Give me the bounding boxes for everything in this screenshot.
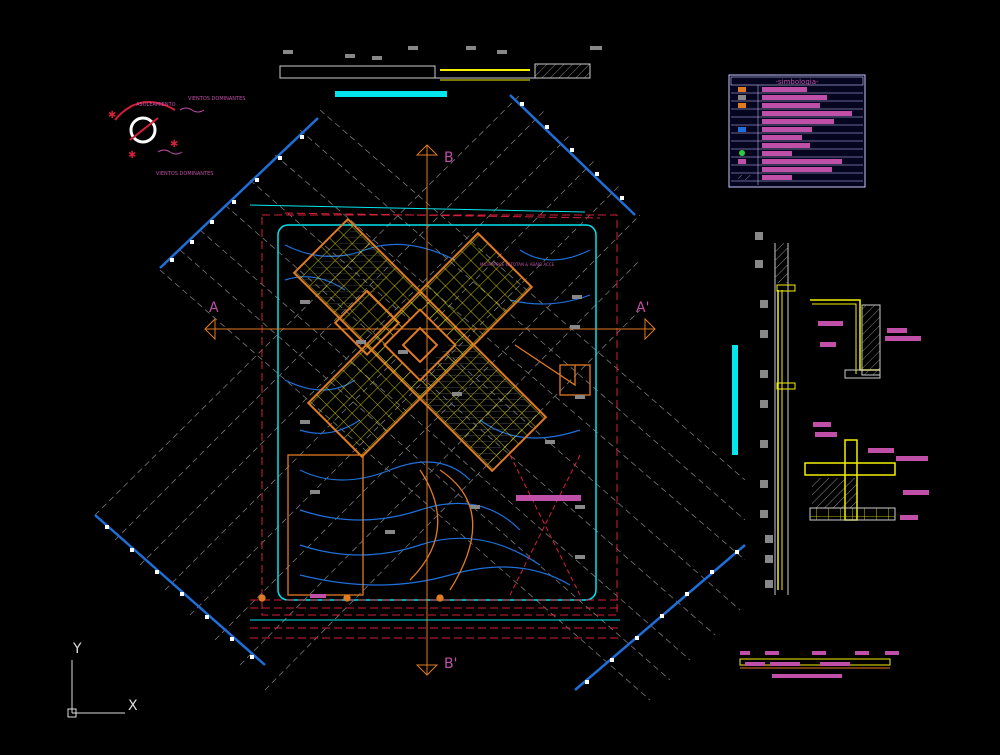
wind-label-bottom: VIENTOS DOMINANTES (156, 171, 213, 177)
axis-y-label: Y (72, 641, 82, 657)
cyan-scale-bar-top (335, 91, 447, 97)
section-label-b-prime: B' (444, 656, 457, 672)
section-label-a-prime: A' (636, 300, 649, 316)
red-diagonal-markers (509, 454, 581, 596)
plan-magenta-label-small (310, 594, 326, 598)
cyan-scale-bar-right (732, 345, 738, 455)
bottom-section-strip (739, 651, 899, 678)
axis-x-label: X (128, 698, 138, 714)
section-label-b: B (444, 150, 454, 166)
svg-text:✱: ✱ (108, 110, 116, 121)
ucs-axis-icon (67, 660, 125, 718)
dimension-ticks (105, 102, 739, 684)
plan-note: MICROPOCE ESTOTAN & ABAJO ACCE (480, 262, 555, 267)
wall-section-detail (755, 232, 796, 595)
svg-text:✱: ✱ (170, 139, 178, 150)
foundation-detail-2 (804, 422, 929, 521)
svg-text:✱: ✱ (128, 150, 136, 161)
wind-label-top: VIENTOS DOMINANTES (188, 96, 245, 102)
sun-wind-diagram: ✱ ✱ ✱ VIENTOS DOMINANTES VIENTOS DOMINAN… (108, 96, 245, 177)
legend-title: -simbologia- (775, 78, 819, 86)
plan-annotation-blocks (300, 295, 585, 559)
sun-path-label: ASOLEAMIENTO (136, 102, 176, 108)
section-label-a: A (209, 300, 219, 316)
plan-magenta-label (516, 495, 581, 501)
blue-dimension-lines (94, 94, 746, 691)
foundation-detail-1 (810, 299, 921, 379)
legend-box: -simbologia- (728, 74, 866, 188)
building-plan (292, 217, 548, 473)
top-elevation-section (279, 46, 602, 81)
